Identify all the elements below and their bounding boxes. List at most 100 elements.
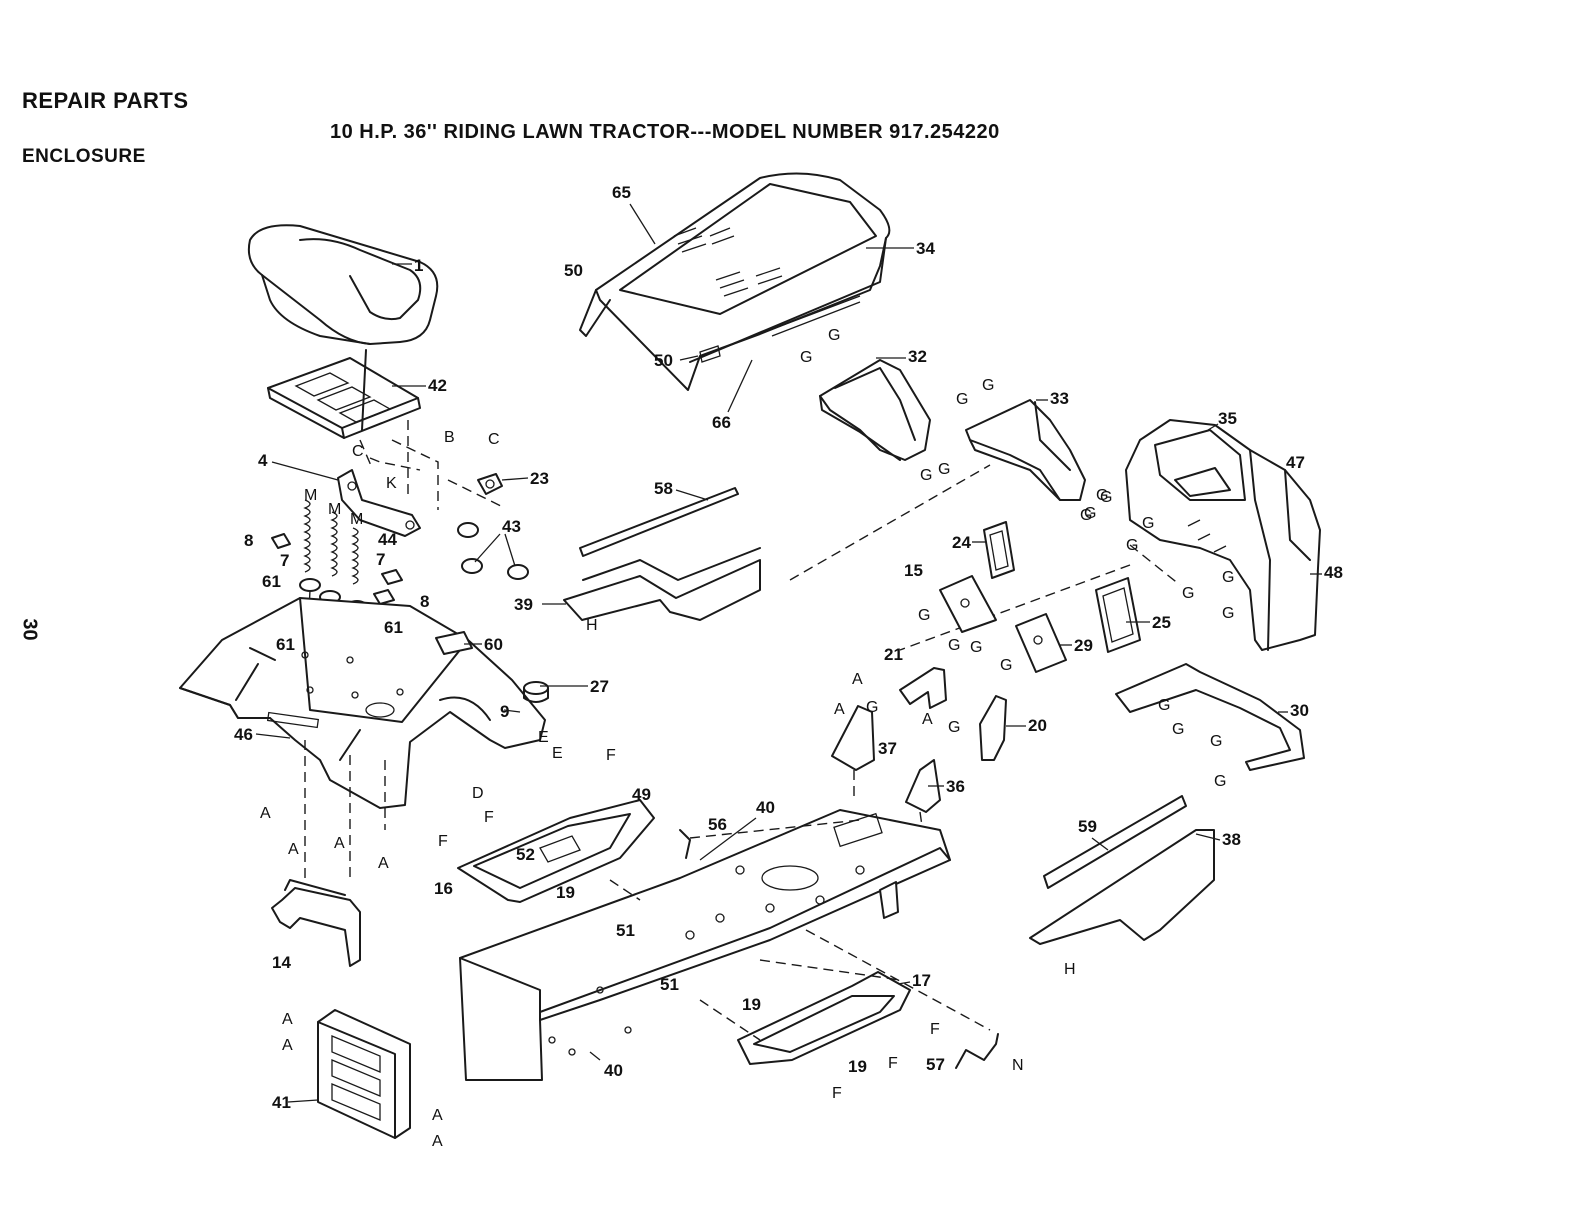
callout-4: 4: [258, 451, 268, 470]
connection-lines: [609, 819, 991, 1041]
ref-A-1: A: [260, 805, 271, 822]
ref-G-20: G: [1172, 721, 1184, 738]
callout-24: 24: [952, 533, 971, 552]
callout-43: 43: [502, 517, 521, 536]
callout-40-a: 40: [756, 798, 775, 817]
ref-G-16: G: [1000, 657, 1012, 674]
callout-58: 58: [654, 479, 673, 498]
callout-50-b: 50: [654, 351, 673, 370]
part-side-rails: [1029, 795, 1215, 945]
callout-36: 36: [946, 777, 965, 796]
callout-56: 56: [708, 815, 727, 834]
callout-27: 27: [590, 677, 609, 696]
callout-23: 23: [530, 469, 549, 488]
callout-16: 16: [434, 879, 453, 898]
ref-G-2: G: [800, 349, 812, 366]
ref-G-4: G: [938, 461, 950, 478]
ref-F-4: F: [930, 1021, 940, 1038]
callout-14: 14: [272, 953, 291, 972]
ref-A-4: A: [378, 855, 389, 872]
part-hooks: [679, 829, 999, 1069]
callout-8-b: 8: [420, 592, 429, 611]
part-dash-panel: [1125, 419, 1321, 651]
callout-7-a: 7: [280, 551, 289, 570]
callout-44: 44: [378, 530, 397, 549]
section-title: REPAIR PARTS: [22, 88, 189, 113]
ref-G-9: G: [1142, 515, 1154, 532]
callout-35: 35: [1218, 409, 1237, 428]
callout-65: 65: [612, 183, 631, 202]
part-seat-bracket: [337, 420, 506, 537]
callout-7-b: 7: [376, 550, 385, 569]
ref-E-2: E: [552, 745, 563, 762]
callout-51-a: 51: [616, 921, 635, 940]
ref-M-2: M: [328, 501, 341, 518]
ref-H-2: H: [1064, 961, 1076, 978]
callout-39: 39: [514, 595, 533, 614]
callout-42: 42: [428, 376, 447, 395]
part-decal-bumper: [435, 631, 549, 703]
ref-G-24: G: [1080, 507, 1092, 524]
callout-48: 48: [1324, 563, 1343, 582]
callout-8-a: 8: [244, 531, 253, 550]
ref-G-12: G: [1222, 605, 1234, 622]
ref-G-15: G: [970, 639, 982, 656]
callout-33: 33: [1050, 389, 1069, 408]
ref-A-9: A: [852, 671, 863, 688]
ref-F-1: F: [606, 747, 616, 764]
ref-A-6: A: [282, 1037, 293, 1054]
ref-A-11: A: [922, 711, 933, 728]
ref-G-5: G: [982, 377, 994, 394]
callout-38: 38: [1222, 830, 1241, 849]
callout-52: 52: [516, 845, 535, 864]
callout-19-a: 19: [556, 883, 575, 902]
ref-A-10: A: [834, 701, 845, 718]
diagram-title: 10 H.P. 36'' RIDING LAWN TRACTOR---MODEL…: [330, 121, 1000, 143]
callout-46: 46: [234, 725, 253, 744]
part-seat: [247, 224, 439, 345]
ref-G-21: G: [1210, 733, 1222, 750]
ref-F-5: F: [888, 1055, 898, 1072]
callout-32: 32: [908, 347, 927, 366]
ref-A-5: A: [282, 1011, 293, 1028]
ref-G-6: G: [956, 391, 968, 408]
callout-30: 30: [1290, 701, 1309, 720]
ref-A-7: A: [432, 1107, 443, 1124]
ref-D: D: [472, 785, 484, 802]
ref-A-2: A: [288, 841, 299, 858]
ref-M-3: M: [350, 511, 363, 528]
ref-G-3: G: [920, 467, 932, 484]
ref-G-10: G: [1182, 585, 1194, 602]
callout-61-c: 61: [384, 618, 403, 637]
callout-60: 60: [484, 635, 503, 654]
callout-47: 47: [1286, 453, 1305, 472]
ref-G-1: G: [828, 327, 840, 344]
ref-C-2: C: [352, 443, 364, 460]
part-small-brackets: [899, 521, 1141, 761]
part-seat-pan: [267, 349, 421, 439]
callout-61-a: 61: [262, 572, 281, 591]
callout-1: 1: [414, 256, 423, 275]
callout-37: 37: [878, 739, 897, 758]
part-hood: [579, 172, 891, 391]
callout-49: 49: [632, 785, 651, 804]
part-rails: [563, 487, 761, 621]
ref-G-19: G: [1158, 697, 1170, 714]
ref-F-3: F: [438, 833, 448, 850]
ref-G-22: G: [1214, 773, 1226, 790]
part-frame: [459, 809, 951, 1081]
callout-21: 21: [884, 645, 903, 664]
ref-B: B: [444, 429, 455, 446]
callout-15: 15: [904, 561, 923, 580]
part-panel-41: [317, 1009, 411, 1139]
ref-F-2: F: [484, 809, 494, 826]
ref-N: N: [1012, 1057, 1024, 1074]
ref-C-1: C: [488, 431, 500, 448]
ref-G-11: G: [1222, 569, 1234, 586]
ref-K: K: [386, 475, 397, 492]
part-bracket-14: [271, 879, 361, 967]
callout-57: 57: [926, 1055, 945, 1074]
callout-19-b: 19: [742, 995, 761, 1014]
part-clip: [477, 473, 503, 495]
